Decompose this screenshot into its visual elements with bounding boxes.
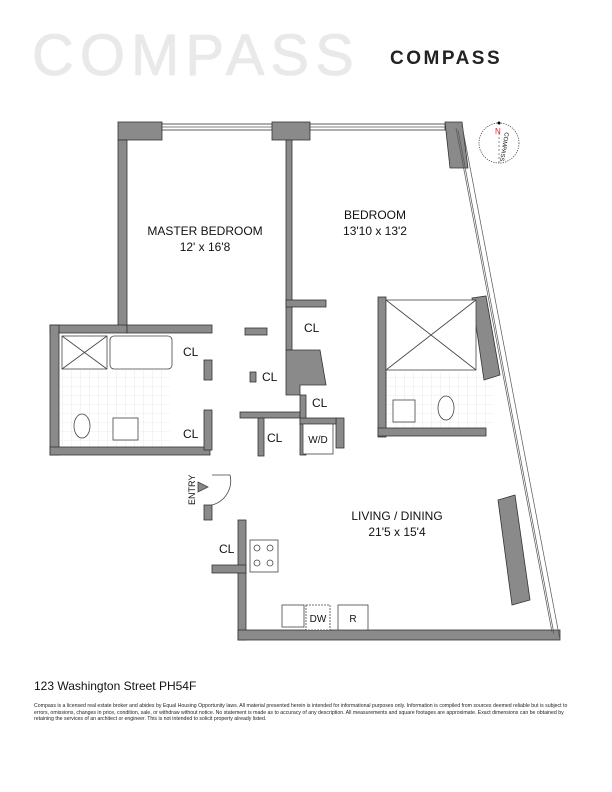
toilet-1 xyxy=(73,413,91,439)
closet-label: CL xyxy=(304,321,320,335)
sink-2 xyxy=(392,399,416,423)
closet-label: CL xyxy=(219,542,235,556)
closet-label: CL xyxy=(183,345,199,359)
north-label: N xyxy=(495,127,501,136)
window-wall xyxy=(162,124,561,641)
property-address: 123 Washington Street PH54F xyxy=(34,679,197,693)
compass-rose: N COMPASS xyxy=(478,121,520,164)
compass-brand-logo: COMPASS xyxy=(390,48,503,69)
compass-rose-text: COMPASS xyxy=(498,132,509,162)
refrigerator-label: R xyxy=(349,614,356,625)
washer-dryer xyxy=(302,423,334,455)
bathtub xyxy=(109,335,173,370)
living-dining-dims: 21'5 x 15'4 xyxy=(368,525,426,539)
entry-arrow xyxy=(197,481,209,493)
washer-dryer-label: W/D xyxy=(308,435,327,446)
closet-label: CL xyxy=(183,427,199,441)
living-dining-name: LIVING / DINING xyxy=(351,509,442,523)
master-bedroom-name: MASTER BEDROOM xyxy=(147,224,262,238)
master-bedroom-dims: 12' x 16'8 xyxy=(180,240,231,254)
closet-label: CL xyxy=(262,370,278,384)
sink-1 xyxy=(112,417,139,441)
closet-label: CL xyxy=(267,431,283,445)
toilet-2 xyxy=(437,395,455,421)
dishwasher xyxy=(305,604,331,631)
bedroom-name: BEDROOM xyxy=(344,208,406,222)
compass-watermark-logo: COMPASS xyxy=(32,23,360,88)
entry-door xyxy=(211,474,232,506)
entry-label: ENTRY xyxy=(187,475,197,505)
kitchen-sink xyxy=(281,604,305,628)
bedroom-dims: 13'10 x 13'2 xyxy=(343,224,407,238)
refrigerator xyxy=(337,604,369,631)
legal-disclaimer: Compass is a licensed real estate broker… xyxy=(34,703,568,723)
fixtures xyxy=(61,299,477,631)
stove xyxy=(249,539,279,573)
closet-label: CL xyxy=(312,396,328,410)
dishwasher-label: DW xyxy=(310,614,327,625)
